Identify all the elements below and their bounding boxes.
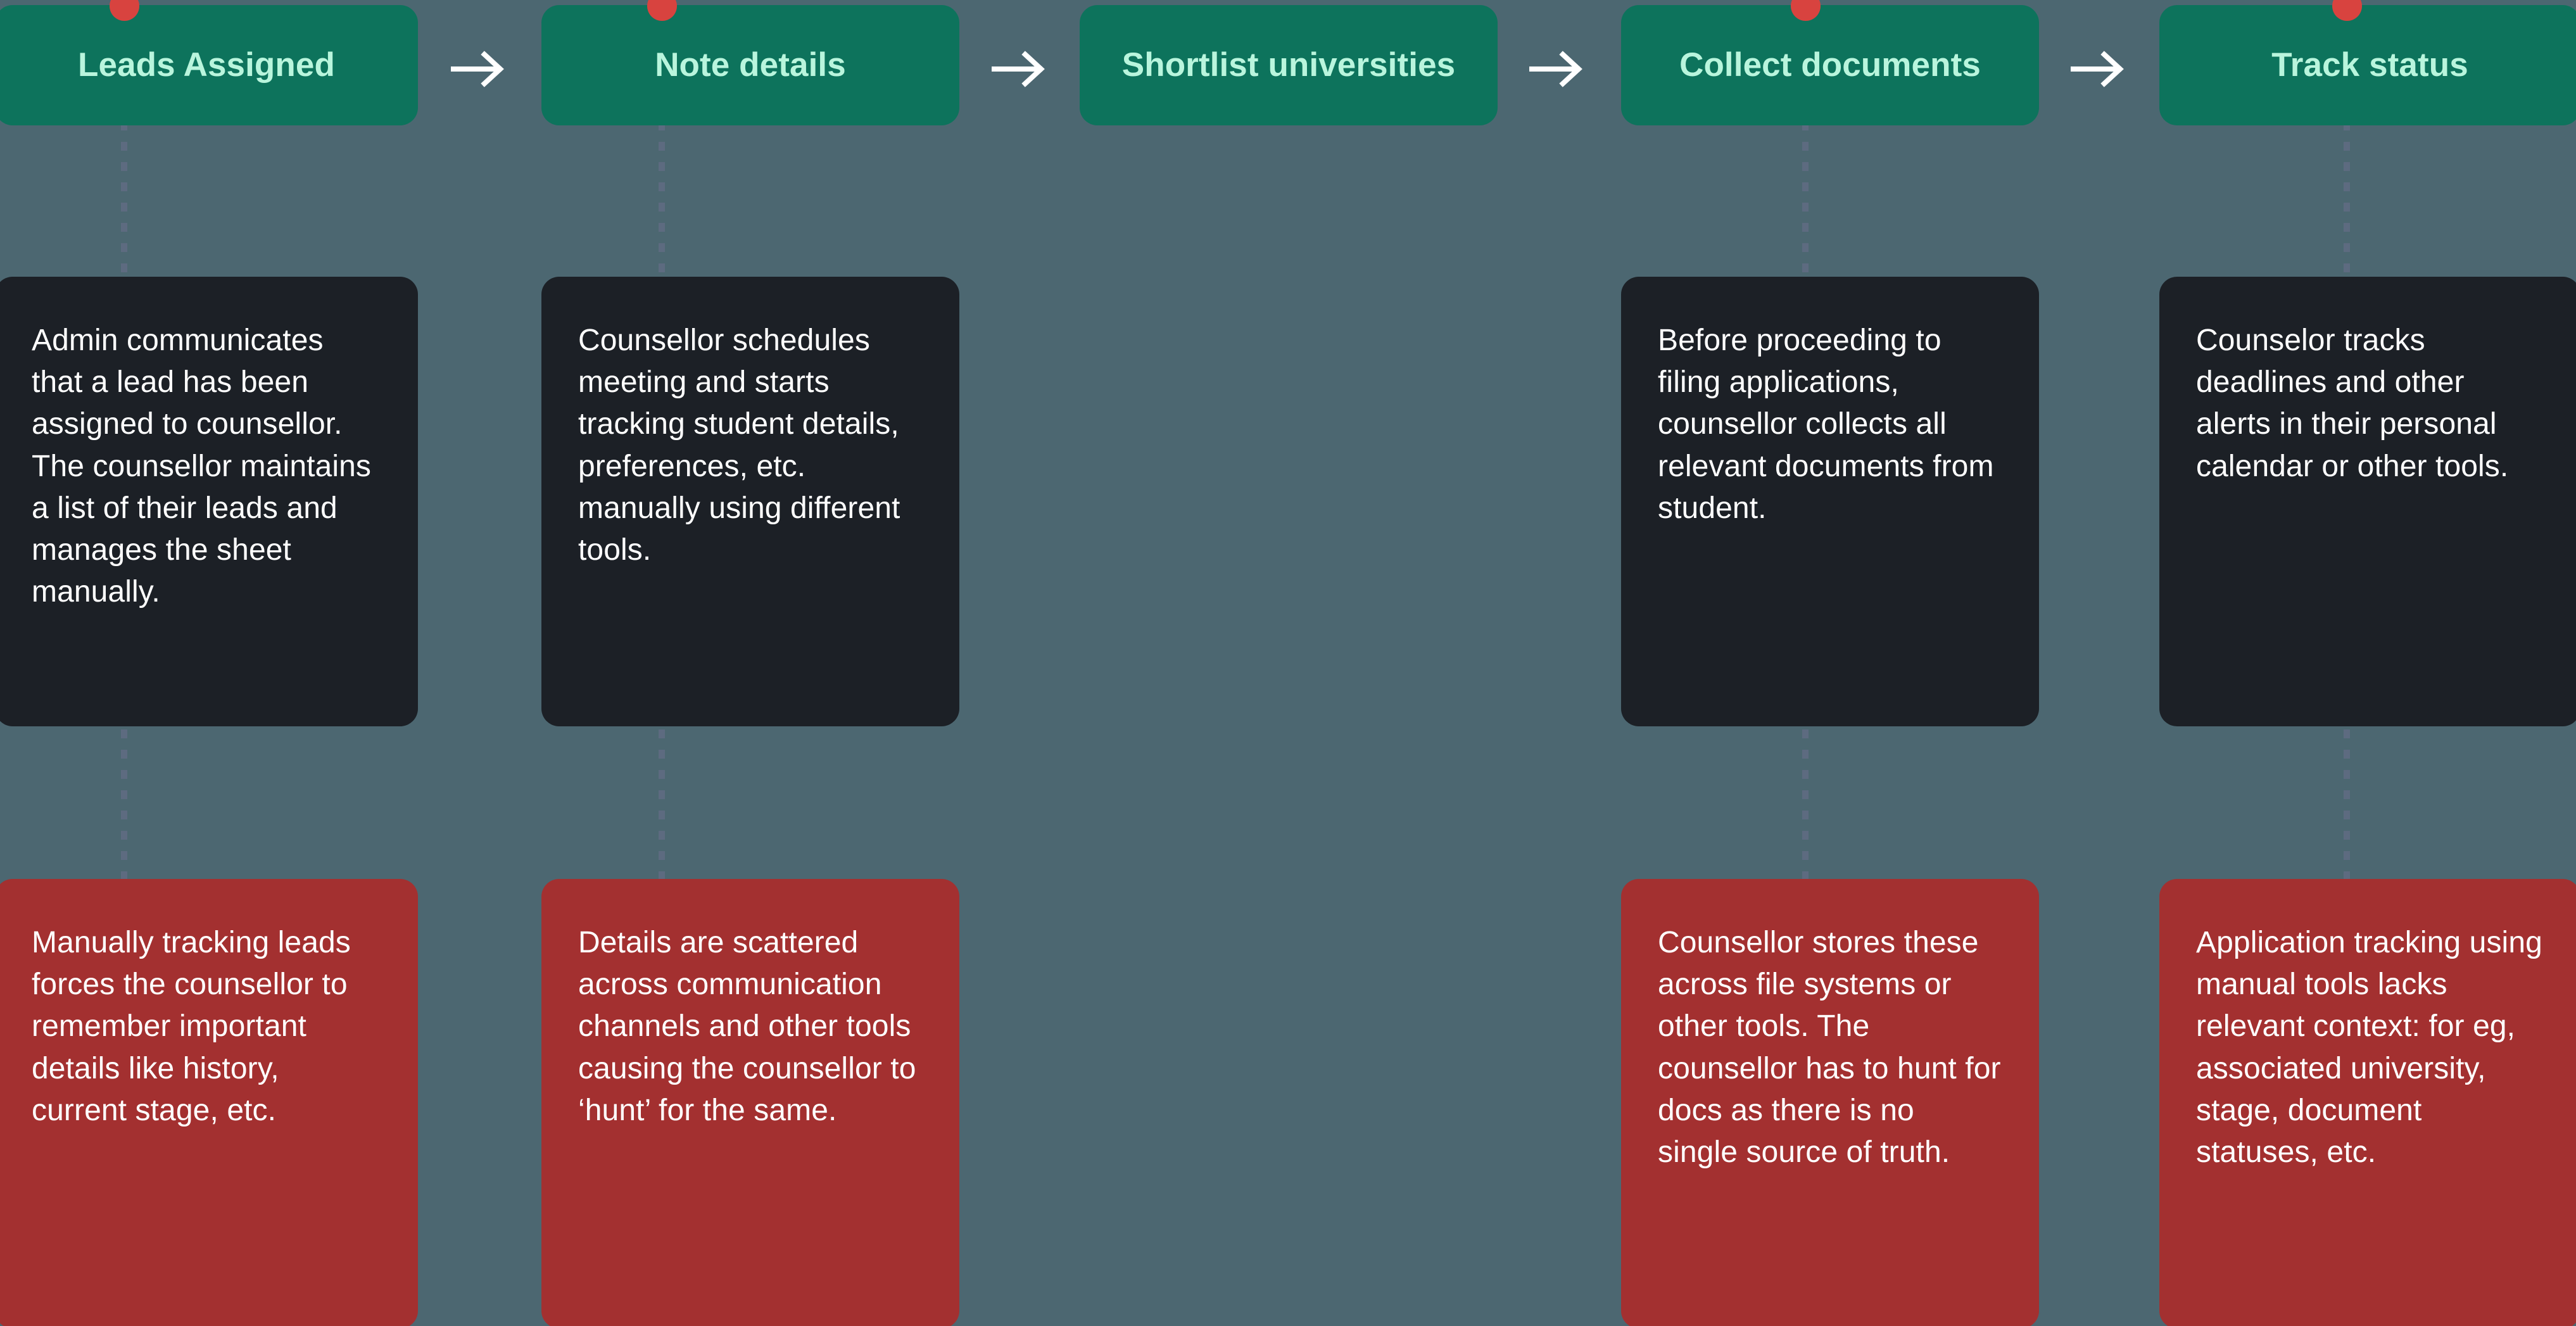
process-card-text: Before proceeding to filing applications… [1658, 324, 1994, 525]
pain-card-leads-assigned[interactable]: Manually tracking leads forces the couns… [0, 879, 418, 1326]
arrow-right-icon-3 [1529, 48, 1586, 90]
arrow-right-icon-2 [992, 48, 1049, 90]
arrow-right-icon-4 [2071, 48, 2128, 90]
process-card-text: Admin communicates that a lead has been … [32, 324, 372, 609]
stage-header-track-status[interactable]: Track status [2159, 5, 2576, 125]
pain-card-text: Application tracking using manual tools … [2196, 926, 2542, 1170]
pain-card-text: Details are scattered across communicati… [578, 926, 916, 1127]
stage-header-note-details[interactable]: Note details [541, 5, 959, 125]
pain-card-collect-documents[interactable]: Counsellor stores these across file syst… [1621, 879, 2039, 1326]
stage-header-leads-assigned[interactable]: Leads Assigned [0, 5, 418, 125]
process-card-collect-documents[interactable]: Before proceeding to filing applications… [1621, 277, 2039, 726]
stage-header-label: Collect documents [1679, 46, 1981, 84]
process-card-note-details[interactable]: Counsellor schedules meeting and starts … [541, 277, 959, 726]
stage-header-collect-documents[interactable]: Collect documents [1621, 5, 2039, 125]
process-card-leads-assigned[interactable]: Admin communicates that a lead has been … [0, 277, 418, 726]
process-card-track-status[interactable]: Counselor tracks deadlines and other ale… [2159, 277, 2576, 726]
arrow-right-icon-1 [451, 48, 508, 90]
stage-header-label: Note details [655, 46, 846, 84]
pain-point-row: Manually tracking leads forces the couns… [0, 879, 2576, 1326]
stage-header-label: Track status [2271, 46, 2468, 84]
stage-header-shortlist-universities[interactable]: Shortlist universities [1080, 5, 1498, 125]
pain-card-text: Manually tracking leads forces the couns… [32, 926, 351, 1127]
pain-card-text: Counsellor stores these across file syst… [1658, 926, 2001, 1170]
pain-card-note-details[interactable]: Details are scattered across communicati… [541, 879, 959, 1326]
current-process-row: Admin communicates that a lead has been … [0, 277, 2576, 726]
stage-header-row: Leads Assigned Note details Shortlist un… [0, 0, 2576, 127]
pain-card-track-status[interactable]: Application tracking using manual tools … [2159, 879, 2576, 1326]
stage-header-label: Shortlist universities [1121, 46, 1456, 84]
process-card-text: Counselor tracks deadlines and other ale… [2196, 324, 2509, 483]
process-card-text: Counsellor schedules meeting and starts … [578, 324, 900, 567]
stage-header-label: Leads Assigned [78, 46, 335, 84]
